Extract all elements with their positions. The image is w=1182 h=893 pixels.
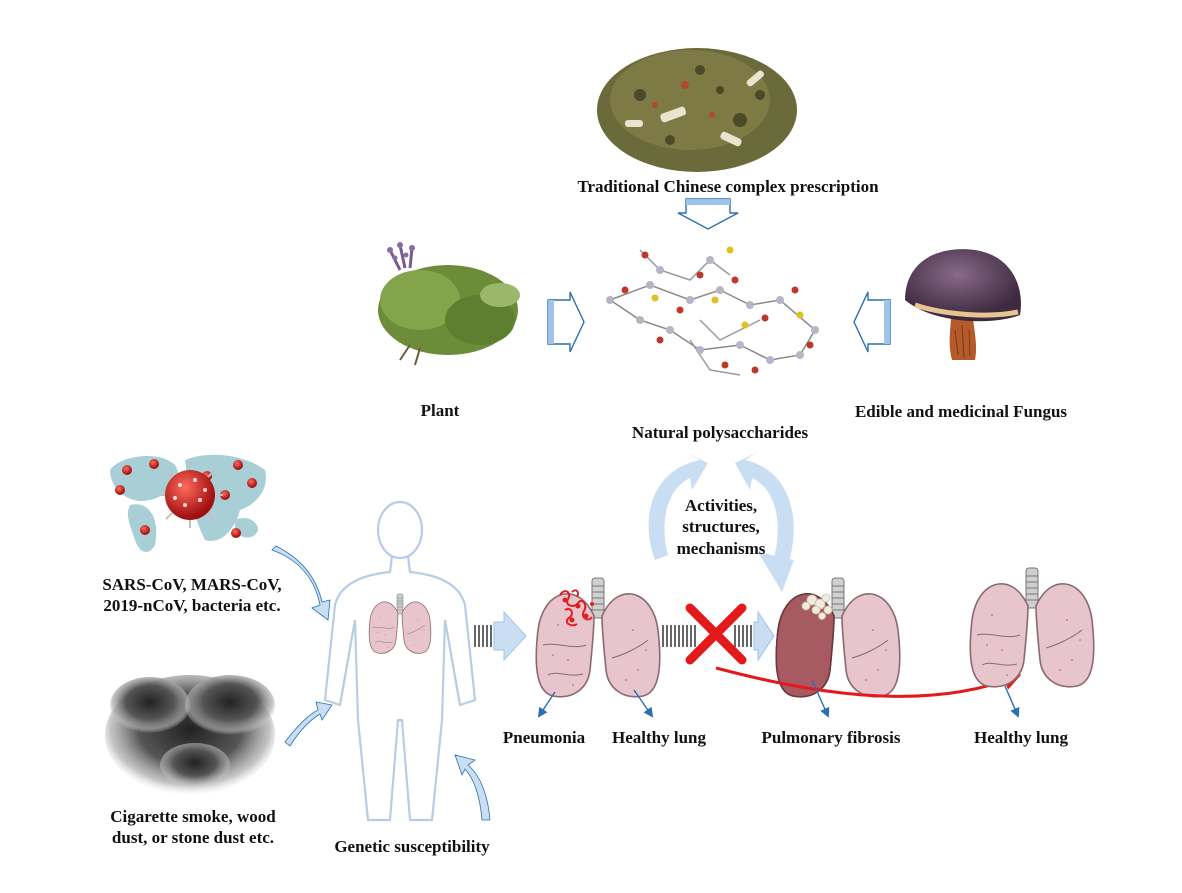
- arrow-smoke-to-body: [284, 701, 333, 747]
- virus-line-2: 2019-nCoV, bacteria etc.: [103, 596, 281, 616]
- polysaccharides-label: Natural polysaccharides: [631, 423, 809, 442]
- activities-label: Activities, structures, mechanisms: [654, 495, 788, 559]
- down-arrow-icon: [677, 198, 739, 230]
- healthy-lungs-image: [969, 567, 1095, 688]
- fungus-label: Edible and medicinal Fungus: [854, 402, 1068, 421]
- pneumonia-lungs-image: [535, 577, 661, 698]
- left-arrow-icon: [853, 291, 891, 353]
- arrow-virus-to-body: [271, 545, 331, 621]
- herbs-pile-image: [597, 48, 797, 172]
- smoke-cloud-image: [105, 675, 275, 795]
- polysaccharide-molecule-image: [606, 246, 819, 376]
- world-map-virus-image: [110, 454, 266, 552]
- virus-line-1: SARS-CoV, MARS-CoV,: [102, 575, 282, 594]
- arrow-genetic-to-body: [454, 754, 491, 821]
- smoke-line-2: dust, or stone dust etc.: [111, 828, 275, 848]
- tcm-label: Traditional Chinese complex prescription: [577, 177, 879, 196]
- genetic-label: Genetic susceptibility: [334, 837, 490, 856]
- smoke-label: Cigarette smoke, wood dust, or stone dus…: [88, 806, 298, 849]
- red-recovery-arrow: [715, 666, 1022, 698]
- arrow-pneumonia-to-fibrosis: [662, 610, 775, 662]
- fibrosis-lungs-image: [775, 577, 901, 698]
- activities-line-1: Activities,: [684, 496, 758, 515]
- cross-mark-icon: [685, 603, 747, 665]
- mushroom-image: [905, 249, 1021, 360]
- healthy-lung-label-1: Healthy lung: [612, 728, 706, 747]
- pointer-arrows: [537, 679, 1020, 718]
- right-arrow-icon: [547, 291, 585, 353]
- body-lungs-image: [368, 593, 432, 654]
- virus-label: SARS-CoV, MARS-CoV, 2019-nCoV, bacteria …: [72, 574, 312, 617]
- smoke-line-1: Cigarette smoke, wood: [110, 807, 276, 826]
- plant-herbs-image: [378, 242, 520, 366]
- activities-line-2: structures,: [682, 517, 760, 537]
- cycle-arrows: [648, 452, 794, 592]
- activities-line-3: mechanisms: [676, 538, 766, 558]
- pneumonia-label: Pneumonia: [502, 728, 586, 747]
- arrow-body-to-pneumonia: [474, 610, 527, 662]
- human-body-outline: [323, 500, 477, 822]
- fibrosis-label: Pulmonary fibrosis: [761, 728, 901, 747]
- plant-label: Plant: [420, 401, 460, 420]
- healthy-lung-label-2: Healthy lung: [974, 728, 1068, 747]
